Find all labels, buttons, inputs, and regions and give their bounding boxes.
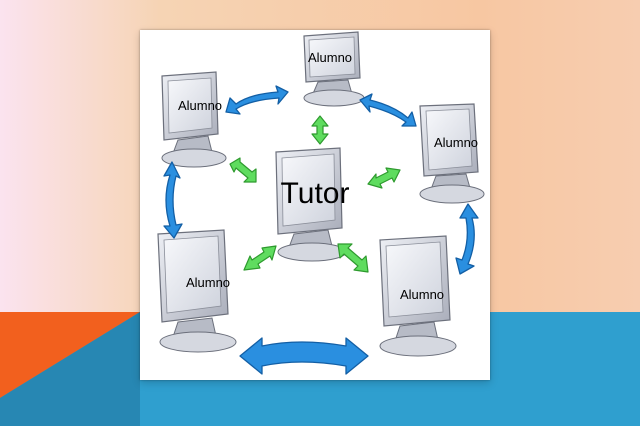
node-label-bottom-left: Alumno	[185, 275, 231, 290]
blue-arrow-top-left	[225, 85, 289, 115]
monitor-bottom-right	[379, 235, 457, 357]
green-arrow-right	[367, 167, 401, 189]
blue-arrow-top-right	[359, 93, 417, 127]
teal-band-dark	[0, 312, 140, 426]
green-arrow-lower-left	[243, 245, 277, 271]
blue-arrow-right	[455, 203, 479, 275]
monitor-top-left	[161, 71, 227, 168]
node-label-bottom-right: Alumno	[399, 287, 445, 302]
blue-arrow-left	[163, 161, 183, 239]
node-label-top-left: Alumno	[177, 98, 223, 113]
node-label-top-right: Alumno	[433, 135, 479, 150]
tutor-label: Tutor	[280, 177, 350, 210]
blue-arrow-bottom	[239, 337, 369, 375]
monitor-bottom-left	[157, 229, 237, 353]
green-arrow-up	[311, 115, 329, 145]
monitor-top-right	[419, 103, 485, 204]
green-arrow-lower-right	[337, 243, 369, 273]
monitor-top	[303, 31, 365, 107]
diagram-card: Alumno Alumno Alumno Alumno Alumno Tutor	[140, 30, 490, 380]
network-diagram	[157, 31, 485, 375]
green-arrow-left	[229, 157, 257, 183]
node-label-top: Alumno	[307, 50, 353, 65]
monitor-center	[275, 147, 347, 262]
